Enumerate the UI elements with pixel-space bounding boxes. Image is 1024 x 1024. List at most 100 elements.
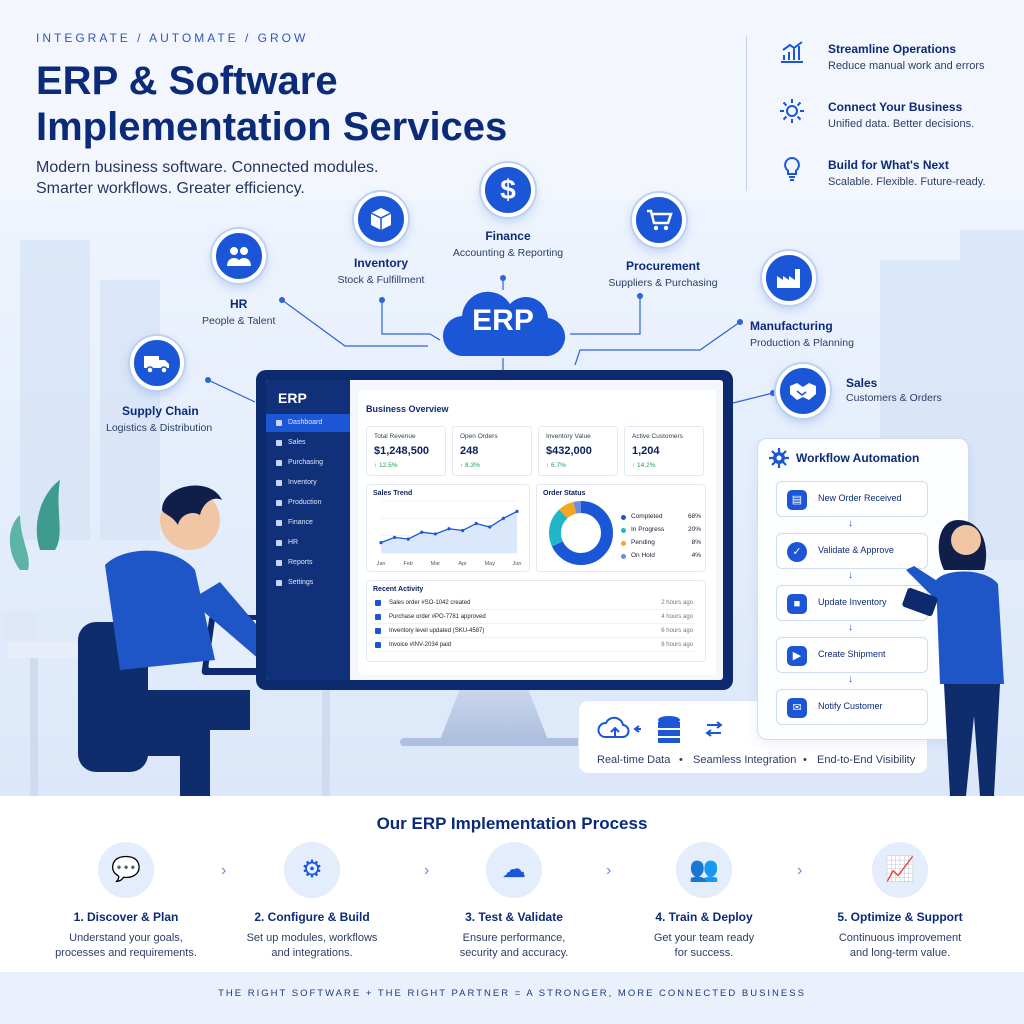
factory-icon: [276, 500, 282, 506]
gear-icon: [769, 448, 789, 468]
sidebar-item-production[interactable]: Production: [266, 494, 350, 512]
module-procurement[interactable]: Procurement Suppliers & Purchasing: [600, 193, 726, 289]
connector-supply-chain: [207, 379, 256, 403]
process-step-title: 5. Optimize & Support: [837, 910, 963, 924]
dashboard-monitor: ERP Dashboard Sales Purchasing Inventory…: [256, 370, 733, 690]
sidebar-item-reports[interactable]: Reports: [266, 554, 350, 572]
order-status-donut: [549, 501, 613, 565]
erp-cloud-hub: ERP: [440, 286, 566, 358]
workflow-step[interactable]: ✉Notify Customer: [776, 689, 928, 725]
module-title: Sales: [846, 376, 878, 390]
process-step-title: 2. Configure & Build: [254, 910, 370, 924]
sync-arrows-icon: [705, 721, 723, 737]
document-icon: ▤: [787, 490, 807, 510]
dollar-icon: $: [481, 163, 535, 217]
benefit-desc: Unified data. Better decisions.: [828, 118, 975, 130]
integration-label: Real-time Data: [597, 754, 671, 766]
arrow-down-icon: ↓: [848, 570, 853, 581]
kpi-card: Inventory Value $432,000 ↑ 6.7%: [538, 426, 618, 476]
trend-point: [447, 527, 451, 531]
chevron-right-icon: ›: [606, 862, 612, 879]
donut-slice: [549, 501, 613, 565]
list-item[interactable]: Purchase order #PO-7781 approved 4 hours …: [373, 610, 695, 624]
legend-swatch: [621, 515, 626, 520]
kpi-card: Active Customers 1,204 ↑ 14.2%: [624, 426, 704, 476]
x-tick-label: May: [485, 561, 496, 567]
people-icon: [276, 540, 282, 546]
activity-icon: [375, 628, 381, 634]
recent-activity-panel: Recent Activity Sales order #SO-1042 cre…: [366, 580, 706, 662]
process-step-title: 1. Discover & Plan: [73, 910, 179, 924]
gear-icon: [780, 99, 804, 123]
sidebar-item-dashboard[interactable]: Dashboard: [266, 414, 350, 432]
subtitle-line-1: Modern business software. Connected modu…: [36, 159, 379, 176]
sidebar-item-purchasing[interactable]: Purchasing: [266, 454, 350, 472]
trend-point: [406, 537, 410, 541]
workflow-step-label: Notify Customer: [818, 701, 883, 711]
module-hr[interactable]: HR People & Talent: [202, 229, 322, 327]
connector-inventory: [381, 300, 441, 341]
module-finance[interactable]: $ Finance Accounting & Reporting: [448, 163, 568, 259]
sales-icon: [276, 440, 282, 446]
module-supply-chain[interactable]: Supply Chain Logistics & Distribution: [106, 336, 228, 434]
team-icon: 👥: [676, 842, 732, 898]
activity-time: 4 hours ago: [661, 614, 693, 620]
trend-area: [381, 511, 517, 553]
cart-icon: [632, 193, 686, 247]
process-step-desc: Understand your goals,processes and requ…: [55, 932, 197, 959]
workflow-step[interactable]: ✓Validate & Approve: [776, 533, 928, 569]
sidebar-item-finance[interactable]: Finance: [266, 514, 350, 532]
arrow-down-icon: ↓: [848, 622, 853, 633]
sidebar-item-label: Production: [288, 499, 322, 506]
sidebar-item-settings[interactable]: Settings: [266, 574, 350, 592]
process-step-title: 3. Test & Validate: [465, 910, 563, 924]
module-title: Finance: [485, 229, 531, 243]
sidebar-item-sales[interactable]: Sales: [266, 434, 350, 452]
handshake-icon: [776, 364, 830, 418]
process-step-configure: ⚙ 2. Configure & Build Set up modules, w…: [222, 842, 402, 961]
trend-point: [501, 516, 505, 520]
sidebar-item-label: Sales: [288, 439, 306, 446]
module-title: HR: [230, 297, 248, 311]
sidebar-item-label: Settings: [288, 579, 314, 586]
dashboard-main: Business Overview Total Revenue $1,248,5…: [358, 390, 716, 675]
workflow-step[interactable]: ▤New Order Received: [776, 481, 928, 517]
workflow-step[interactable]: ▶Create Shipment: [776, 637, 928, 673]
list-item[interactable]: Inventory level updated (SKU-4587)6 hour…: [373, 624, 695, 638]
people-icon: [212, 229, 266, 283]
module-desc: Logistics & Distribution: [106, 422, 213, 434]
recent-activity-title: Recent Activity: [373, 586, 424, 593]
module-sales[interactable]: Sales Customers & Orders: [776, 364, 942, 418]
activity-text: Purchase order #PO-7781 approved: [389, 614, 486, 620]
dashboard-sidebar: ERP Dashboard Sales Purchasing Inventory…: [266, 380, 350, 680]
connector-manufacturing: [574, 321, 741, 366]
sidebar-item-inventory[interactable]: Inventory: [266, 474, 350, 492]
benefit-title: Streamline Operations: [828, 42, 957, 56]
sidebar-item-label: Dashboard: [288, 419, 323, 426]
module-title: Procurement: [625, 259, 701, 273]
legend-swatch: [621, 541, 626, 546]
x-tick-label: Jan: [377, 561, 386, 567]
activity-icon: [375, 600, 381, 606]
connector-procurement: [570, 296, 641, 335]
integration-label: End-to-End Visibility: [817, 754, 916, 766]
module-desc: Production & Planning: [750, 337, 854, 349]
truck-icon: [130, 336, 184, 390]
module-manufacturing[interactable]: Manufacturing Production & Planning: [750, 251, 870, 349]
title-line-2: Implementation Services: [36, 105, 508, 149]
module-inventory[interactable]: Inventory Stock & Fulfillment: [326, 192, 436, 286]
chart-growth-icon: [781, 41, 803, 63]
process-title: Our ERP Implementation Process: [376, 814, 648, 833]
gear-icon: ⚙: [284, 842, 340, 898]
title-line-1: ERP & Software: [36, 59, 338, 103]
sidebar-item-hr[interactable]: HR: [266, 534, 350, 552]
factory-icon: [762, 251, 816, 305]
legend-label: In Progress: [631, 526, 665, 533]
